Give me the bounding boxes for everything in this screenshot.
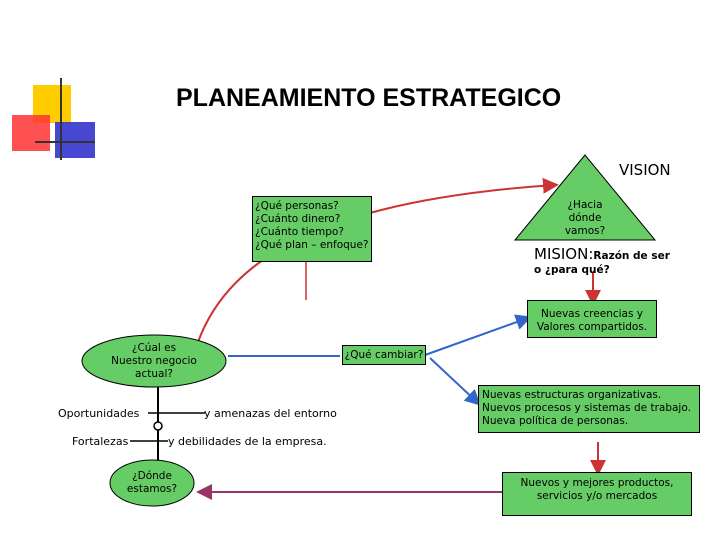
vision-label: VISION xyxy=(619,161,671,179)
vision-triangle xyxy=(513,154,657,241)
estructuras-box: Nuevas estructuras organizativas. Nuevos… xyxy=(478,385,700,433)
swot-debilidades: y debilidades de la empresa. xyxy=(168,435,327,448)
mision-desc: Razón de ser xyxy=(593,250,670,262)
swot-fortalezas: Fortalezas xyxy=(72,435,129,448)
estamos-text: ¿Dónde estamos? xyxy=(126,470,178,495)
creencias-box: Nuevas creencias y Valores compartidos. xyxy=(527,300,657,338)
cambiar-box: ¿Qué cambiar? xyxy=(342,345,426,365)
blue-arrow-estructuras xyxy=(429,357,481,406)
questions-box: ¿Qué personas? ¿Cuánto dinero? ¿Cuánto t… xyxy=(252,196,372,262)
vision-triangle-text: ¿Hacia dónde vamos? xyxy=(564,199,606,237)
blue-arrow-creencias xyxy=(424,314,532,356)
logo-vertical-line xyxy=(60,78,62,160)
estamos-ellipse xyxy=(109,459,195,507)
negocio-text: ¿Cúal es Nuestro negocio actual? xyxy=(111,342,197,380)
logo-horizontal-line xyxy=(35,141,95,143)
negocio-ellipse xyxy=(81,334,227,388)
swot-amenazas: y amenazas del entorno xyxy=(204,407,337,420)
productos-box: Nuevos y mejores productos, servicios y/… xyxy=(502,472,692,516)
mision-question: o ¿para qué? xyxy=(534,264,610,276)
swot-junction xyxy=(153,421,163,431)
swot-oportunidades: Oportunidades xyxy=(58,407,140,420)
logo-red-square xyxy=(12,115,50,151)
mision-label: MISION: xyxy=(534,245,594,263)
page-title: PLANEAMIENTO ESTRATEGICO xyxy=(176,84,562,112)
mision-block: MISION:Razón de ser xyxy=(534,244,670,263)
